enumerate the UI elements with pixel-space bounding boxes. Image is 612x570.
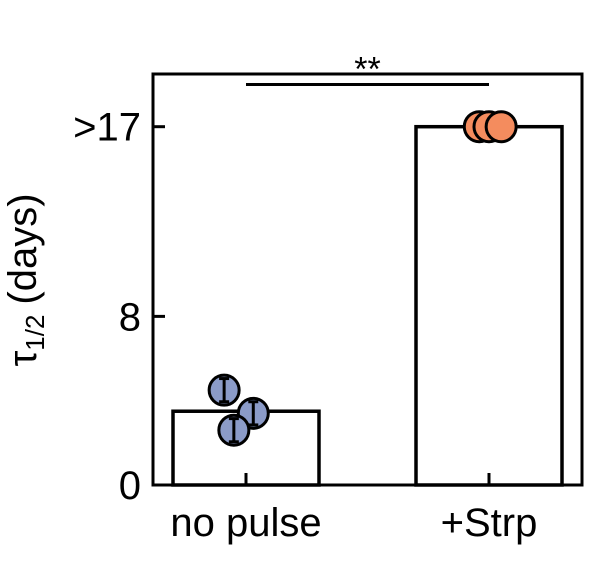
significance-label: ** <box>354 51 380 89</box>
y-axis-title-main: τ <box>1 351 45 367</box>
y-axis: 0 8 >17 <box>73 106 165 508</box>
y-tick-label: >17 <box>73 106 141 150</box>
y-tick-label: 0 <box>119 464 141 508</box>
y-axis-title: τ1/2 (days) <box>1 193 50 366</box>
plot-frame <box>151 72 584 487</box>
x-tick-label: no pulse <box>170 501 321 545</box>
bar <box>414 124 564 487</box>
y-tick-label: 8 <box>119 295 141 339</box>
x-axis: no pulse +Strp <box>170 473 537 545</box>
significance-annotation: ** <box>246 51 489 89</box>
x-tick-label: +Strp <box>441 501 538 545</box>
points-layer <box>207 110 518 447</box>
data-point <box>484 110 518 144</box>
y-axis-title-subscript: 1/2 <box>20 315 50 351</box>
bars-layer <box>171 124 564 487</box>
y-axis-title-unit: (days) <box>1 193 45 304</box>
